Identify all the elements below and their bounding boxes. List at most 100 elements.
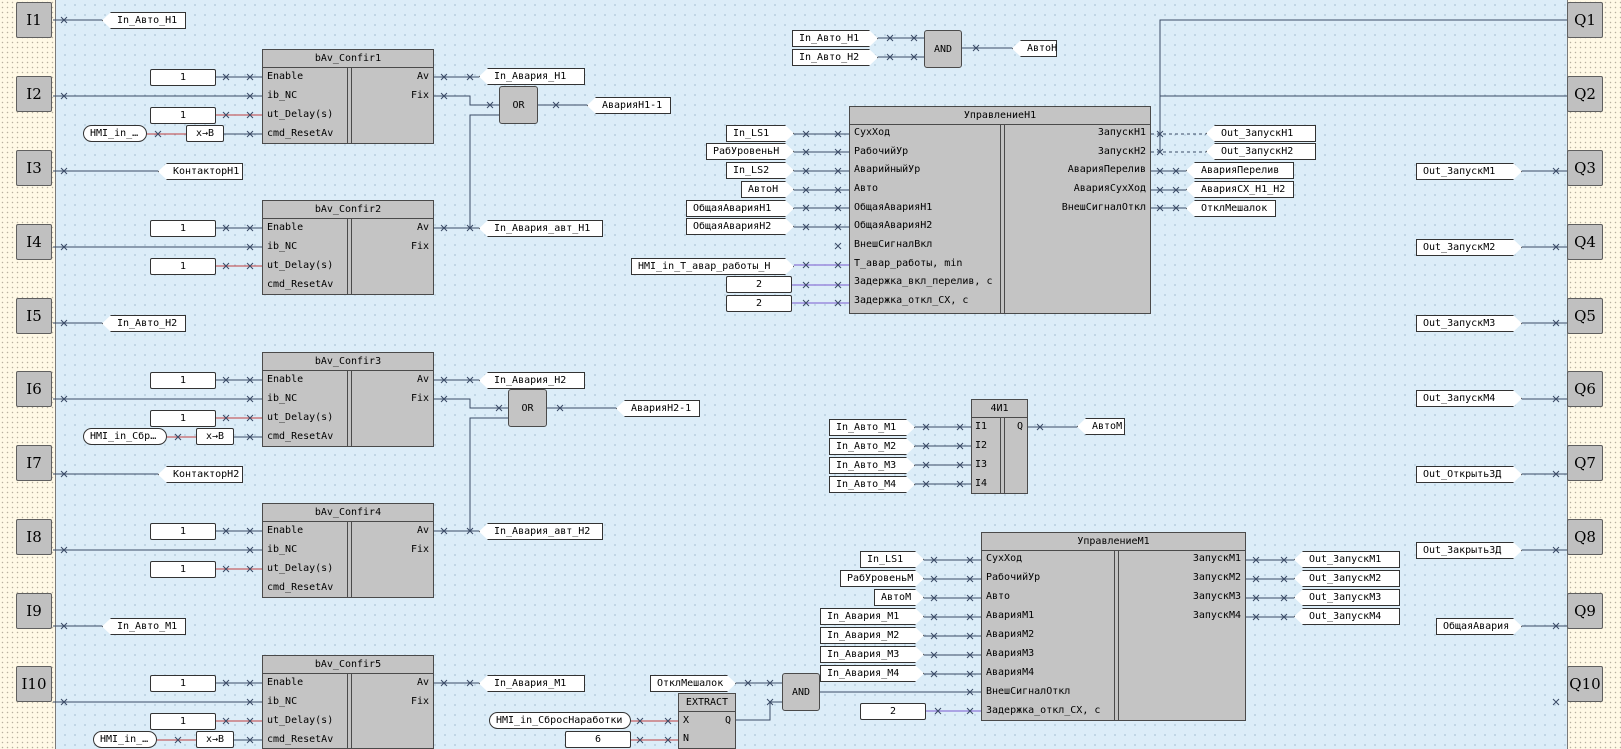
output-pin-q7[interactable]: Q7 bbox=[1567, 445, 1603, 481]
const-enable-3[interactable]: 1 bbox=[150, 372, 216, 389]
input-pin-i9[interactable]: I9 bbox=[16, 593, 52, 629]
converter-x-to-b-1[interactable]: x→B bbox=[186, 125, 224, 142]
tag-hmi-sbros-narabotki[interactable]: HMI_in_СбросНаработки bbox=[489, 712, 631, 729]
tag-u2-out-zapusk-m3[interactable]: Out_ЗапускМ3 bbox=[1294, 589, 1400, 606]
const-enable-4[interactable]: 1 bbox=[150, 523, 216, 540]
tag-kontaktor-n1[interactable]: КонтакторН1 bbox=[158, 163, 243, 180]
tag-in-avto-m1[interactable]: In_Авто_М1 bbox=[102, 618, 186, 635]
output-pin-q3[interactable]: Q3 bbox=[1567, 150, 1603, 186]
or-gate-n1[interactable]: OR bbox=[499, 86, 538, 124]
tag-u2-in-avariya-m1[interactable]: In_Авария_М1 bbox=[820, 608, 924, 625]
tag-u2-in-rab-uroven-m[interactable]: РабУровеньМ bbox=[840, 570, 924, 587]
input-pin-i8[interactable]: I8 bbox=[16, 519, 52, 555]
tag-in-avariya-n2[interactable]: In_Авария_Н2 bbox=[479, 372, 585, 389]
output-pin-q10[interactable]: Q10 bbox=[1567, 666, 1603, 702]
const-extract-n[interactable]: 6 bbox=[565, 731, 631, 748]
fb-extract[interactable]: EXTRACT X N Q bbox=[678, 693, 736, 749]
tag-u2-out-zapusk-m1[interactable]: Out_ЗапускМ1 bbox=[1294, 551, 1400, 568]
const-delay-3[interactable]: 1 bbox=[150, 410, 216, 427]
const-u2-delay-otkl-sx[interactable]: 2 bbox=[860, 703, 926, 720]
input-pin-i6[interactable]: I6 bbox=[16, 371, 52, 407]
tag-avariya-n2-1[interactable]: АварияН2-1 bbox=[616, 400, 700, 417]
const-delay-4[interactable]: 1 bbox=[150, 561, 216, 578]
tag-q6-out-zapusk-m4[interactable]: Out_ЗапускМ4 bbox=[1416, 390, 1522, 407]
output-pin-q9[interactable]: Q9 bbox=[1567, 593, 1603, 629]
const-enable-1[interactable]: 1 bbox=[150, 69, 216, 86]
tag-hmi-reset-3[interactable]: HMI_in_Сбр… bbox=[83, 428, 167, 445]
tag-avariya-pereliv[interactable]: АварияПерелив bbox=[1186, 162, 1294, 179]
tag-avto-n[interactable]: АвтоН bbox=[1012, 40, 1057, 57]
const-delay-2[interactable]: 1 bbox=[150, 258, 216, 275]
input-pin-i5[interactable]: I5 bbox=[16, 298, 52, 334]
tag-avariya-n1-1[interactable]: АварияН1-1 bbox=[587, 97, 671, 114]
input-pin-i1[interactable]: I1 bbox=[16, 2, 52, 38]
tag-q8-out-zakryt-zd[interactable]: Out_ЗакрытьЗД bbox=[1416, 542, 1522, 559]
tag-u1-in-rab-uroven-n[interactable]: РабУровеньН bbox=[706, 143, 794, 160]
tag-in-avto-n2[interactable]: In_Авто_Н2 bbox=[102, 315, 186, 332]
tag-otkl-meshalok-in[interactable]: ОтклМешалок bbox=[650, 675, 736, 692]
const-u1-delay-otkl-sx[interactable]: 2 bbox=[726, 295, 792, 312]
const-delay-5[interactable]: 1 bbox=[150, 713, 216, 730]
tag-in-avto-n1[interactable]: In_Авто_Н1 bbox=[102, 12, 186, 29]
tag-4i1-in-avto-m3[interactable]: In_Авто_М3 bbox=[829, 457, 915, 474]
output-pin-q5[interactable]: Q5 bbox=[1567, 298, 1603, 334]
tag-in-avariya-n1[interactable]: In_Авария_Н1 bbox=[479, 68, 585, 85]
tag-u2-in-avariya-m2[interactable]: In_Авария_М2 bbox=[820, 627, 924, 644]
output-pin-q2[interactable]: Q2 bbox=[1567, 76, 1603, 112]
tag-hmi-reset-5[interactable]: HMI_in_… bbox=[93, 731, 157, 748]
tag-q4-out-zapusk-m2[interactable]: Out_ЗапускМ2 bbox=[1416, 239, 1522, 256]
output-pin-q8[interactable]: Q8 bbox=[1567, 519, 1603, 555]
tag-otkl-meshalok[interactable]: ОтклМешалок bbox=[1186, 200, 1276, 217]
fb-bav-confir2[interactable]: bAv_Confir2 Enable ib_NC ut_Delay(s) cmd… bbox=[262, 200, 434, 295]
input-pin-i2[interactable]: I2 bbox=[16, 76, 52, 112]
tag-q3-out-zapusk-m1[interactable]: Out_ЗапускМ1 bbox=[1416, 163, 1522, 180]
fb-bav-confir4[interactable]: bAv_Confir4 Enable ib_NC ut_Delay(s) cmd… bbox=[262, 503, 434, 598]
tag-q9-obshaya-avariya[interactable]: ОбщаяАвария bbox=[1436, 618, 1522, 635]
tag-u2-in-ls1[interactable]: In_LS1 bbox=[860, 551, 924, 568]
tag-out-zapusk-n1[interactable]: Out_ЗапускН1 bbox=[1206, 125, 1316, 142]
input-pin-i3[interactable]: I3 bbox=[16, 150, 52, 186]
tag-u2-out-zapusk-m4[interactable]: Out_ЗапускМ4 bbox=[1294, 608, 1400, 625]
tag-u2-in-avto-m[interactable]: АвтоМ bbox=[874, 589, 924, 606]
tag-4i1-in-avto-m1[interactable]: In_Авто_М1 bbox=[829, 419, 915, 436]
tag-hmi-reset-1[interactable]: HMI_in_… bbox=[83, 125, 147, 142]
output-pin-q1[interactable]: Q1 bbox=[1567, 2, 1603, 38]
const-enable-2[interactable]: 1 bbox=[150, 220, 216, 237]
fb-bav-confir1[interactable]: bAv_Confir1 Enable ib_NC ut_Delay(s) cmd… bbox=[262, 49, 434, 144]
tag-u2-out-zapusk-m2[interactable]: Out_ЗапускМ2 bbox=[1294, 570, 1400, 587]
tag-and-in-avto-n1[interactable]: In_Авто_Н1 bbox=[792, 30, 878, 47]
converter-x-to-b-3[interactable]: x→B bbox=[196, 428, 234, 445]
tag-in-avariya-avt-n1[interactable]: In_Авария_авт_Н1 bbox=[479, 220, 603, 237]
input-pin-i4[interactable]: I4 bbox=[16, 224, 52, 260]
input-pin-i7[interactable]: I7 bbox=[16, 445, 52, 481]
tag-u1-in-obsh-avar-n2[interactable]: ОбщаяАварияН2 bbox=[686, 218, 794, 235]
fb-upravlenie-m1[interactable]: УправлениеМ1 СухХод РабочийУр Авто Авари… bbox=[981, 532, 1246, 721]
tag-u2-in-avariya-m3[interactable]: In_Авария_М3 bbox=[820, 646, 924, 663]
fb-upravlenie-n1[interactable]: УправлениеН1 СухХод РабочийУр АварийныйУ… bbox=[849, 106, 1151, 314]
tag-out-zapusk-n2[interactable]: Out_ЗапускН2 bbox=[1206, 143, 1316, 160]
and-gate-avto-n[interactable]: AND bbox=[924, 30, 962, 68]
output-pin-q4[interactable]: Q4 bbox=[1567, 224, 1603, 260]
tag-kontaktor-n2[interactable]: КонтакторН2 bbox=[158, 466, 243, 483]
tag-u2-in-avariya-m4[interactable]: In_Авария_М4 bbox=[820, 665, 924, 682]
tag-u1-in-hmi-t-avar[interactable]: HMI_in_T_авар_работы_Н bbox=[631, 258, 794, 275]
tag-q7-out-otkryt-zd[interactable]: Out_ОткрытьЗД bbox=[1416, 466, 1522, 483]
input-pin-i10[interactable]: I10 bbox=[16, 666, 52, 702]
tag-u1-in-avto-n[interactable]: АвтоН bbox=[741, 181, 794, 198]
and-gate-otkl[interactable]: AND bbox=[782, 673, 820, 711]
tag-avto-m[interactable]: АвтоМ bbox=[1077, 418, 1125, 435]
tag-4i1-in-avto-m2[interactable]: In_Авто_М2 bbox=[829, 438, 915, 455]
tag-q5-out-zapusk-m3[interactable]: Out_ЗапускМ3 bbox=[1416, 315, 1522, 332]
tag-and-in-avto-n2[interactable]: In_Авто_Н2 bbox=[792, 49, 878, 66]
tag-u1-in-obsh-avar-n1[interactable]: ОбщаяАварияН1 bbox=[686, 200, 794, 217]
const-delay-1[interactable]: 1 bbox=[150, 107, 216, 124]
fb-bav-confir5[interactable]: bAv_Confir5 Enable ib_NC ut_Delay(s) cmd… bbox=[262, 655, 434, 749]
tag-u1-in-ls2[interactable]: In_LS2 bbox=[726, 162, 794, 179]
const-enable-5[interactable]: 1 bbox=[150, 675, 216, 692]
tag-in-avariya-m1[interactable]: In_Авария_М1 bbox=[479, 675, 585, 692]
fb-4i1[interactable]: 4И1 I1 I2 I3 I4 Q bbox=[971, 399, 1028, 494]
tag-u1-in-ls1[interactable]: In_LS1 bbox=[726, 125, 794, 142]
tag-avariya-sx-n1-n2[interactable]: АварияСХ_Н1_Н2 bbox=[1186, 181, 1294, 198]
output-pin-q6[interactable]: Q6 bbox=[1567, 371, 1603, 407]
converter-x-to-b-5[interactable]: x→B bbox=[196, 731, 234, 748]
